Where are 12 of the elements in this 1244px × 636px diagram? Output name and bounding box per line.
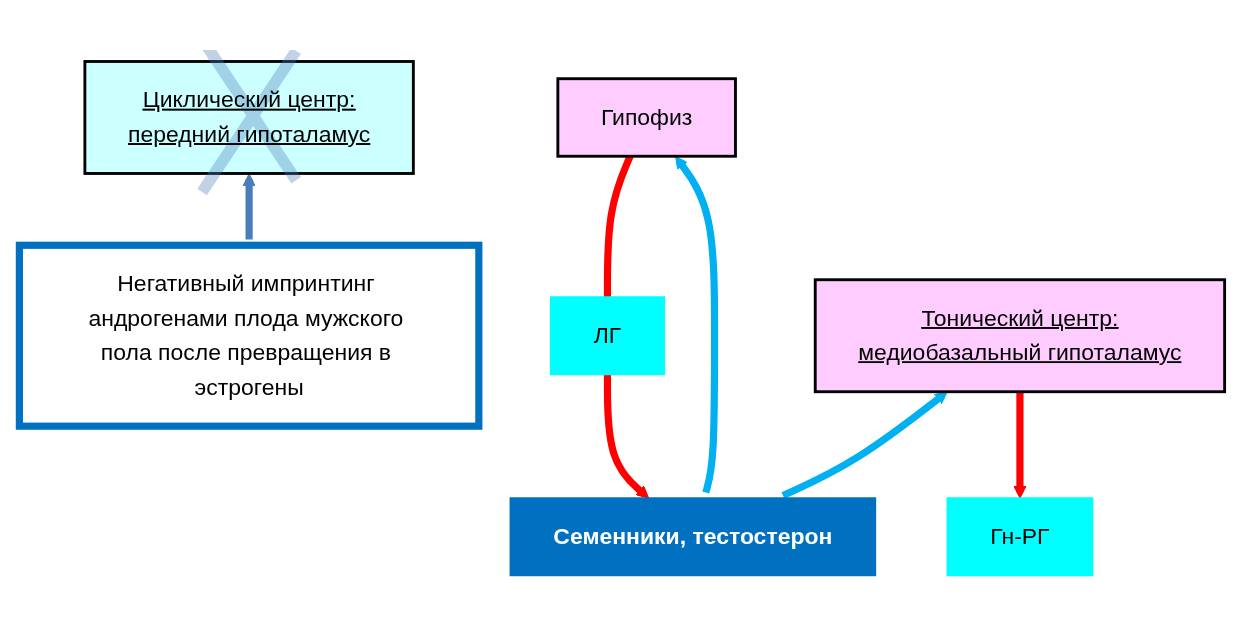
node-box: Циклический центр: передний гипоталамус <box>83 59 415 175</box>
node-box: Негативный импринтинг андрогенами плода мужского пола после превращения в эстрогены <box>15 241 483 430</box>
node-box: Гн-РГ <box>946 496 1094 576</box>
node-box: Семенники, тестостерон <box>509 496 877 576</box>
node-box: Гипофиз <box>556 76 737 158</box>
node-box: Тонический центр: медиобазальный гипоталамус <box>813 277 1227 393</box>
arrow <box>781 391 948 499</box>
arrow <box>242 173 256 240</box>
arrow <box>1013 391 1027 499</box>
arrow <box>603 374 650 499</box>
arrow <box>675 155 719 493</box>
node-box: ЛГ <box>549 295 666 375</box>
